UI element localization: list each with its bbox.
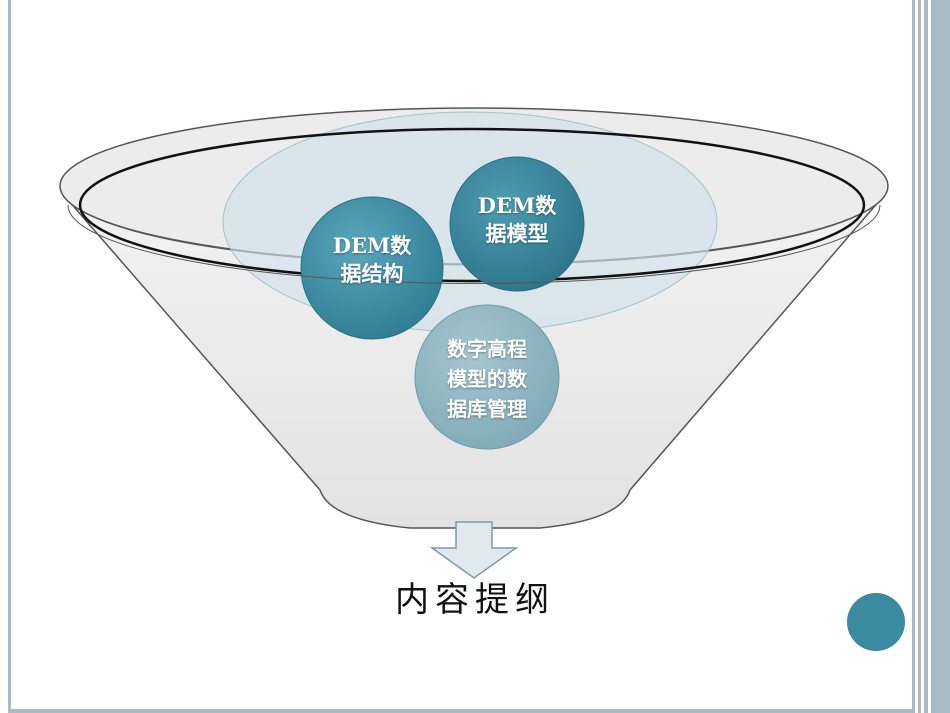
down-arrow (429, 521, 519, 579)
bubble-label-database: 数字高程 模型的数 据库管理 (447, 337, 527, 421)
bottom-border (8, 709, 912, 713)
bubble-label-model: DEM数 据模型 (477, 193, 557, 247)
left-border (8, 0, 11, 713)
bubble-dem-structure (300, 196, 444, 340)
bubble-label-structure: DEM数 据结构 (332, 233, 412, 287)
bubble-dem-database (414, 304, 560, 450)
caption-outline: 内容提纲 (395, 580, 555, 620)
funnel-rim-inner (78, 127, 866, 283)
accent-dot (847, 593, 905, 651)
bubble-dem-model (449, 156, 585, 292)
right-border (912, 0, 950, 713)
